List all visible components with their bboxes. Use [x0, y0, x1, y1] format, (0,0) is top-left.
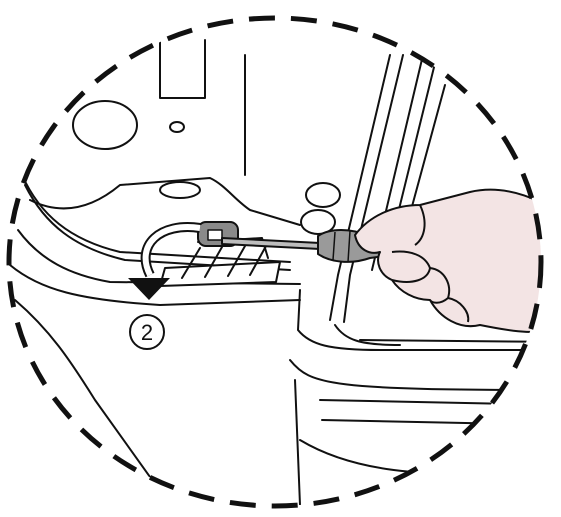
callout-2: 2	[130, 315, 164, 349]
callout-label: 2	[141, 320, 153, 345]
hand-icon	[355, 190, 560, 332]
